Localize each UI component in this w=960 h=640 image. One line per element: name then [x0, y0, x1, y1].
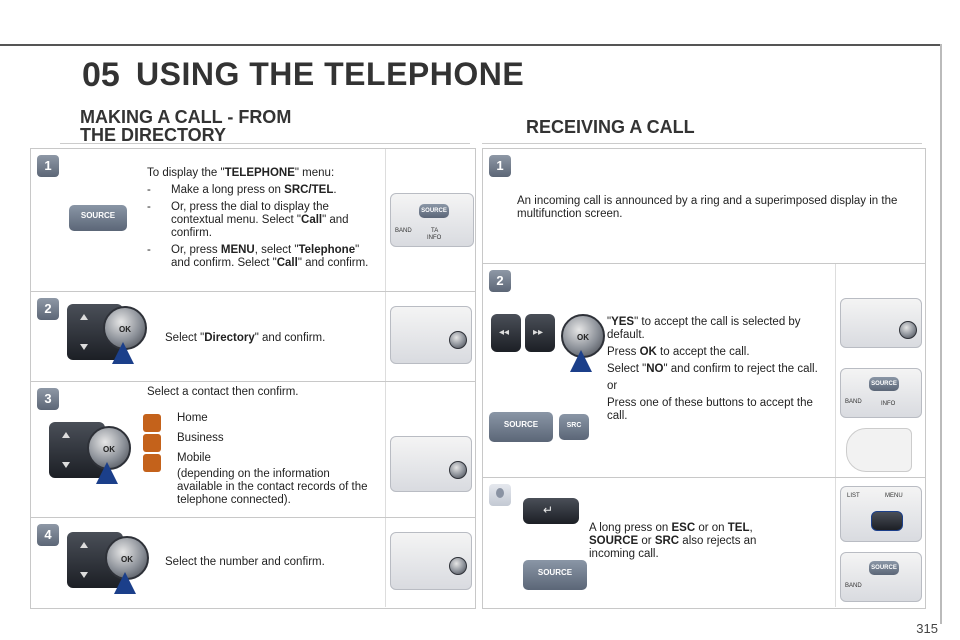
mobile-icon: [143, 454, 161, 472]
radio-console-thumb: SOURCE BAND TA INFO: [385, 149, 475, 291]
forward-button: ▸▸: [525, 314, 555, 352]
press-arrow-icon: [570, 350, 592, 372]
esc-key: [871, 511, 903, 531]
source-button: SOURCE: [489, 412, 553, 442]
right-section-title: RECEIVING A CALL: [526, 117, 695, 137]
menu-console: LIST MENU: [840, 486, 922, 542]
rewind-button: ◂◂: [491, 314, 521, 352]
steering-wheel-controls: [846, 428, 912, 472]
band-label: BAND: [845, 583, 862, 589]
mobile-label: Mobile: [177, 452, 211, 464]
down-arrow-icon: [62, 462, 70, 468]
step-number: 4: [37, 524, 59, 546]
control-panel: [390, 436, 472, 492]
right-margin-rule: [940, 44, 942, 624]
left-step4-panel: 4 OK Select the number and confirm.: [30, 517, 476, 609]
right-step1-panel: 1 An incoming call is announced by a rin…: [482, 148, 926, 265]
home-icon: [143, 414, 161, 432]
left-step1-panel: 1 SOURCE To display the "TELEPHONE" menu…: [30, 148, 476, 293]
info-label: INFO: [881, 401, 896, 407]
panel-thumb: LIST MENU SOURCE BAND: [835, 478, 925, 607]
up-arrow-icon: [80, 314, 88, 320]
incoming-call-text: An incoming call is announced by a ring …: [517, 195, 898, 220]
dial-icon: [899, 321, 917, 339]
business-icon: [143, 434, 161, 452]
src-button: SRC: [559, 414, 589, 440]
control-panel: [840, 298, 922, 348]
list-label: LIST: [847, 493, 860, 499]
info-label: INFO: [427, 235, 442, 241]
source-button: SOURCE: [523, 560, 587, 590]
press-arrow-icon: [112, 342, 134, 364]
step-number: 3: [37, 388, 59, 410]
source-button: SOURCE: [69, 205, 127, 231]
ta-label: TA: [431, 228, 439, 234]
dial-icon: [449, 461, 467, 479]
console-source-button: SOURCE: [869, 377, 899, 391]
step-number: 2: [489, 270, 511, 292]
contact-types: Home Business Mobile (depending on the i…: [177, 412, 377, 507]
forward-icon: ▸▸: [533, 327, 544, 338]
down-arrow-icon: [80, 572, 88, 578]
left-step2-panel: 2 OK Select "Directory" and confirm.: [30, 291, 476, 383]
header-rule: [0, 44, 940, 46]
step3-intro: Select a contact then confirm.: [147, 386, 299, 398]
rewind-icon: ◂◂: [499, 327, 510, 338]
right-step2-panel: 2 ◂◂ ▸▸ OK SOURCE SRC "YES" to accept th…: [482, 263, 926, 479]
panel-thumb: [385, 518, 475, 607]
press-arrow-icon: [114, 572, 136, 594]
radio-console: SOURCE BAND TA INFO: [390, 193, 474, 247]
dial-icon: [449, 557, 467, 575]
step-number: 2: [37, 298, 59, 320]
reject-tip-text: A long press on ESC or on TEL, SOURCE or…: [589, 522, 757, 560]
chapter-number: 05: [82, 56, 120, 94]
esc-button: ↵: [523, 498, 579, 524]
control-panel: [390, 532, 472, 590]
page-number: 315: [916, 621, 938, 636]
up-arrow-icon: [80, 542, 88, 548]
right-tip-panel: ↵ SOURCE A long press on ESC or on TEL, …: [482, 477, 926, 609]
lightbulb-icon: [489, 484, 511, 506]
right-title-underline: [482, 143, 922, 144]
radio-console: SOURCE BAND: [840, 552, 922, 602]
control-panel: [390, 306, 472, 364]
accept-reject-text: "YES" to accept the call is selected by …: [607, 316, 818, 422]
up-arrow-icon: [62, 432, 70, 438]
business-label: Business: [177, 432, 224, 444]
step2-text: Select "Directory" and confirm.: [165, 332, 326, 344]
panel-thumb: [385, 292, 475, 381]
dial-icon: [449, 331, 467, 349]
step-number: 1: [489, 155, 511, 177]
left-step3-panel: 3 Select a contact then confirm. OK Home…: [30, 381, 476, 519]
panel-thumb: SOURCE BAND INFO: [835, 264, 925, 477]
left-section-title: MAKING A CALL - FROM THE DIRECTORY: [80, 107, 292, 145]
radio-console: SOURCE BAND INFO: [840, 368, 922, 418]
contact-note: (depending on the information available …: [177, 468, 368, 506]
console-source-button: SOURCE: [869, 561, 899, 575]
page-title: USING THE TELEPHONE: [136, 56, 525, 92]
menu-label: MENU: [885, 493, 903, 499]
press-arrow-icon: [96, 462, 118, 484]
band-label: BAND: [845, 399, 862, 405]
band-label: BAND: [395, 228, 412, 234]
step4-text: Select the number and confirm.: [165, 556, 325, 568]
step-number: 1: [37, 155, 59, 177]
panel-thumb: [385, 382, 475, 517]
step1-instructions: To display the "TELEPHONE" menu: -Make a…: [147, 167, 369, 269]
return-icon: ↵: [543, 503, 554, 517]
home-label: Home: [177, 412, 208, 424]
down-arrow-icon: [80, 344, 88, 350]
left-title-underline: [60, 143, 470, 144]
console-source-button: SOURCE: [419, 204, 449, 218]
